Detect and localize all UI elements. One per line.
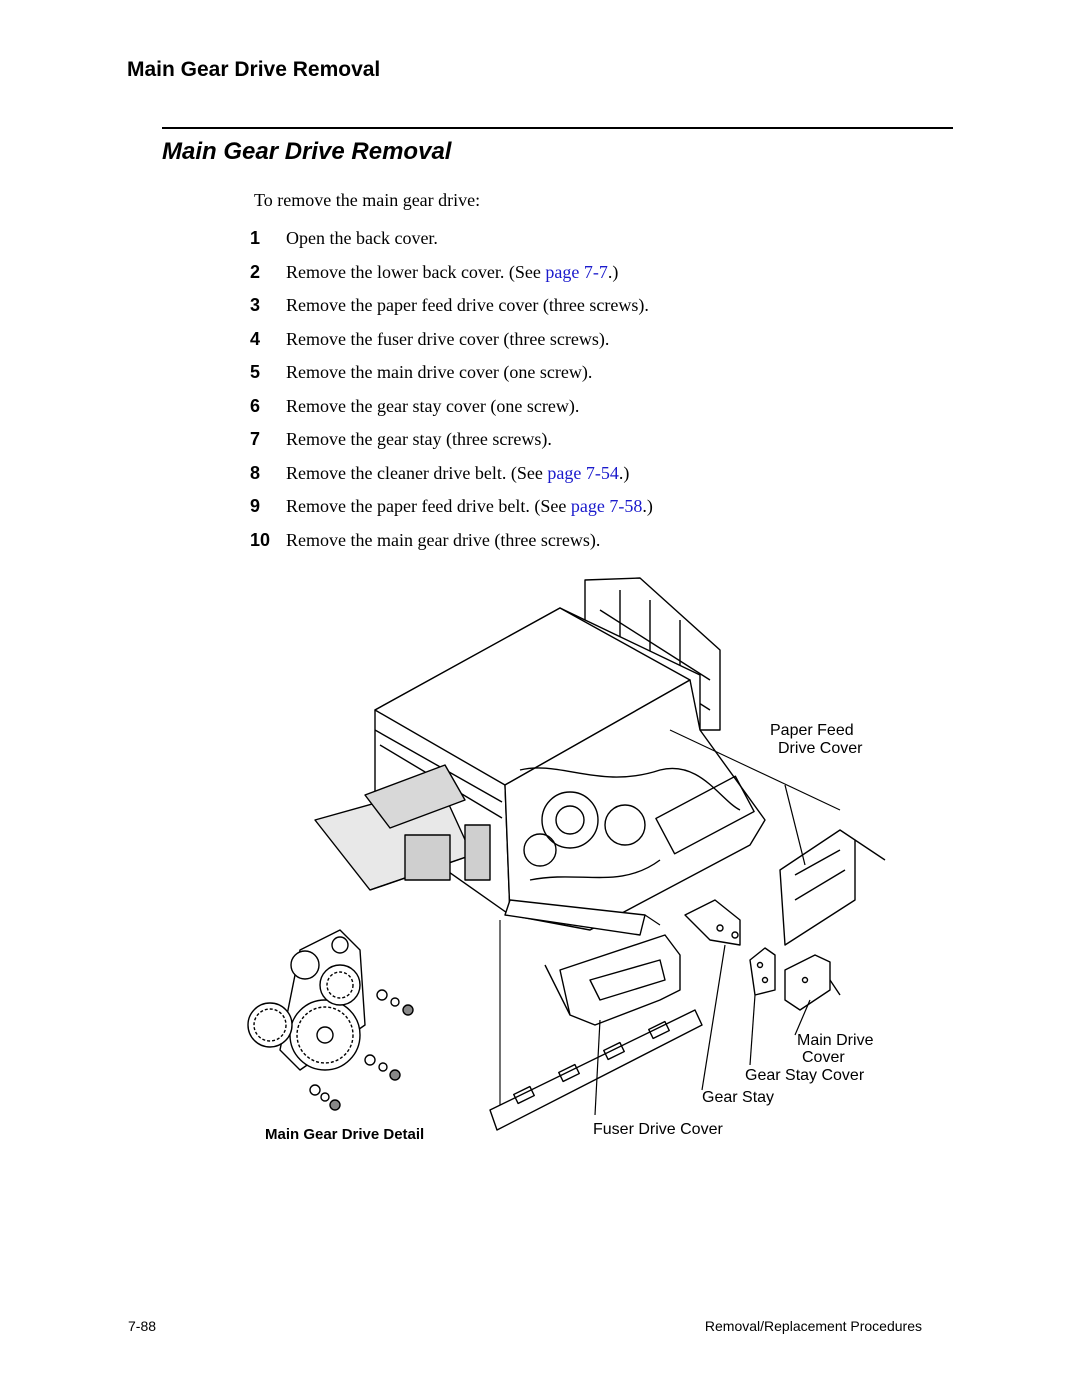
printer-body [374, 607, 766, 931]
step-number: 5 [250, 362, 261, 382]
section-rule [162, 127, 953, 129]
step-text: Remove the gear stay cover (one screw). [286, 395, 580, 416]
step-number: 1 [250, 228, 261, 248]
main-gear-drive-detail [247, 929, 414, 1111]
step-text: Remove the cleaner drive belt. (See [286, 462, 543, 483]
step-text: Open the back cover. [286, 228, 438, 248]
procedure-steps: 1 Open the back cover. 2 Remove the lower … [250, 228, 653, 563]
step-item: 1 Open the back cover. [250, 228, 653, 262]
intro-text: To remove the main gear drive: [254, 190, 481, 210]
step-number: 3 [250, 295, 261, 315]
gear-stay-rail [489, 1009, 703, 1131]
step-number: 8 [250, 462, 261, 483]
step-text: Remove the main gear drive (three screws… [286, 529, 601, 550]
step-item: 6 Remove the gear stay cover (one screw). [250, 396, 653, 430]
callout-gear-stay-cover: Gear Stay Cover [745, 1067, 865, 1084]
exploded-view-figure: Paper Feed Drive Cover Main Drive Cover … [240, 570, 900, 1160]
step-number: 2 [250, 261, 261, 282]
step-text-after: .) [618, 462, 630, 483]
step-text: Remove the fuser drive cover (three scre… [286, 328, 610, 349]
callout-main-drive-cover: Main Drive Cover [797, 1032, 874, 1066]
page-link[interactable]: page 7-58 [570, 496, 643, 516]
callout-paper-feed-drive-cover: Paper Feed Drive Cover [770, 722, 863, 757]
step-item: 8 Remove the cleaner drive belt. (See pag… [250, 463, 653, 497]
page-link[interactable]: page 7-54 [547, 462, 619, 483]
paper-feed-drive-cover-plate [779, 829, 886, 946]
step-number: 9 [250, 496, 261, 516]
section-title: Main Gear Drive Removal [162, 138, 452, 165]
step-item: 2 Remove the lower back cover. (See page … [250, 262, 653, 296]
page-number: 7-88 [128, 1318, 157, 1334]
step-text: Remove the paper feed drive cover (three… [286, 295, 649, 315]
gear-stay-bracket [684, 899, 741, 946]
vent-grilles [404, 824, 491, 881]
step-number: 10 [250, 529, 271, 550]
page-link[interactable]: page 7-7 [545, 261, 608, 282]
step-text-after: .) [607, 261, 619, 282]
step-number: 7 [250, 429, 261, 449]
step-item: 10 Remove the main gear drive (three scre… [250, 530, 653, 564]
main-drive-cover [784, 954, 841, 1011]
step-item: 3 Remove the paper feed drive cover (thre… [250, 295, 653, 329]
printer-exploded-illustration [247, 577, 886, 1131]
callout-gear-stay: Gear Stay [702, 1089, 775, 1106]
step-item: 5 Remove the main drive cover (one screw)… [250, 362, 653, 396]
step-text: Remove the lower back cover. (See [286, 261, 541, 282]
gear-stay-cover [749, 947, 776, 996]
detail-caption: Main Gear Drive Detail [265, 1126, 425, 1143]
running-head: Main Gear Drive Removal [127, 58, 381, 81]
step-number: 6 [250, 395, 261, 416]
step-number: 4 [250, 328, 261, 349]
step-item: 7 Remove the gear stay (three screws). [250, 429, 653, 463]
step-text: Remove the main drive cover (one screw). [286, 362, 593, 382]
step-item: 4 Remove the fuser drive cover (three scr… [250, 329, 653, 363]
callout-fuser-drive-cover: Fuser Drive Cover [593, 1121, 723, 1138]
step-text: Remove the gear stay (three screws). [286, 429, 552, 449]
fuser-drive-cover-plate [544, 934, 681, 1026]
step-text-after: .) [642, 496, 653, 516]
chapter-title: Removal/Replacement Procedures [704, 1318, 922, 1334]
step-text: Remove the paper feed drive belt. (See [286, 496, 567, 516]
